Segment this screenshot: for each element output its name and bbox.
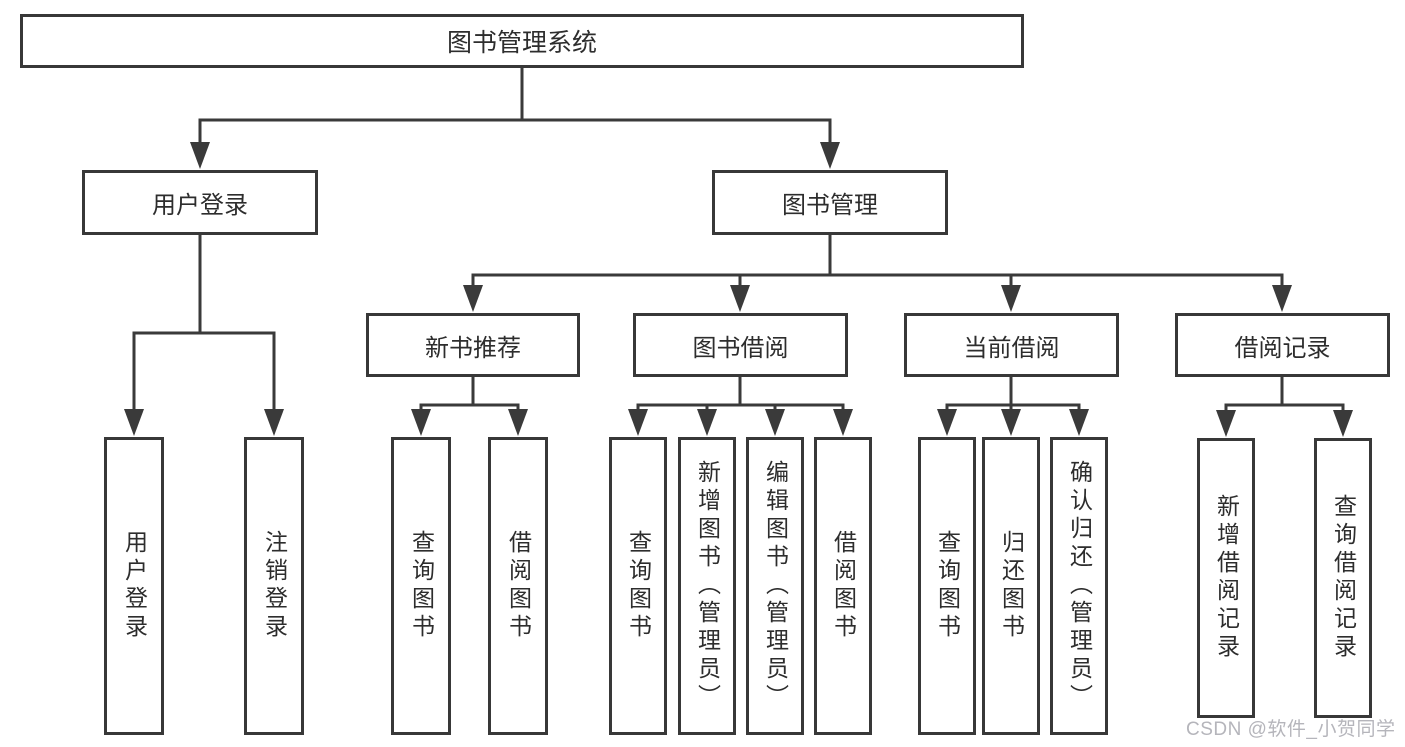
- node-new-book-recommend-label: 新书推荐: [425, 334, 521, 362]
- leaf-borrow-books-recommend-label: 借阅图书: [505, 530, 532, 642]
- leaf-confirm-return-admin: 确认归还（管理员）: [1050, 437, 1108, 735]
- leaf-add-books-admin-label: 新增图书（管理员）: [694, 460, 721, 712]
- leaf-confirm-return-admin-label: 确认归还（管理员）: [1066, 460, 1093, 712]
- leaf-query-borrow-record: 查询借阅记录: [1314, 438, 1372, 718]
- node-book-borrow-label: 图书借阅: [692, 334, 789, 362]
- leaf-edit-books-admin-label: 编辑图书（管理员）: [762, 460, 789, 712]
- lines-group: [132, 68, 1345, 413]
- leaf-edit-books-admin: 编辑图书（管理员）: [746, 437, 804, 735]
- leaf-logout-label: 注销登录: [261, 530, 288, 642]
- node-root-label: 图书管理系统: [446, 29, 597, 57]
- leaf-return-books: 归还图书: [982, 437, 1040, 735]
- leaf-query-borrow-record-label: 查询借阅记录: [1330, 494, 1357, 662]
- csdn-watermark: CSDN @软件_小贺同学: [1186, 719, 1396, 740]
- leaf-query-books-borrow: 查询图书: [609, 437, 667, 735]
- leaf-query-books-borrow-label: 查询图书: [625, 530, 652, 642]
- node-book-management: 图书管理: [712, 170, 948, 235]
- leaf-user-login: 用户登录: [104, 437, 164, 735]
- node-root: 图书管理系统: [20, 14, 1024, 68]
- leaf-query-books-current: 查询图书: [918, 437, 976, 735]
- leaf-return-books-label: 归还图书: [998, 530, 1025, 642]
- leaf-query-books-recommend-label: 查询图书: [408, 530, 435, 642]
- node-current-borrow: 当前借阅: [904, 313, 1119, 377]
- leaf-add-borrow-record: 新增借阅记录: [1197, 438, 1255, 718]
- node-user-login: 用户登录: [82, 170, 318, 235]
- leaf-logout: 注销登录: [244, 437, 304, 735]
- leaf-add-books-admin: 新增图书（管理员）: [678, 437, 736, 735]
- leaf-query-books-current-label: 查询图书: [934, 530, 961, 642]
- node-current-borrow-label: 当前借阅: [963, 334, 1060, 362]
- node-borrow-record-label: 借阅记录: [1234, 334, 1331, 362]
- leaf-add-borrow-record-label: 新增借阅记录: [1213, 494, 1240, 662]
- leaf-borrow-books: 借阅图书: [814, 437, 872, 735]
- node-user-login-label: 用户登录: [152, 192, 248, 219]
- node-book-borrow: 图书借阅: [633, 313, 848, 377]
- leaf-borrow-books-label: 借阅图书: [830, 530, 857, 642]
- node-book-management-label: 图书管理: [782, 192, 878, 219]
- leaf-user-login-label: 用户登录: [121, 530, 148, 642]
- node-new-book-recommend: 新书推荐: [366, 313, 580, 377]
- leaf-query-books-recommend: 查询图书: [391, 437, 451, 735]
- node-borrow-record: 借阅记录: [1175, 313, 1390, 377]
- leaf-borrow-books-recommend: 借阅图书: [488, 437, 548, 735]
